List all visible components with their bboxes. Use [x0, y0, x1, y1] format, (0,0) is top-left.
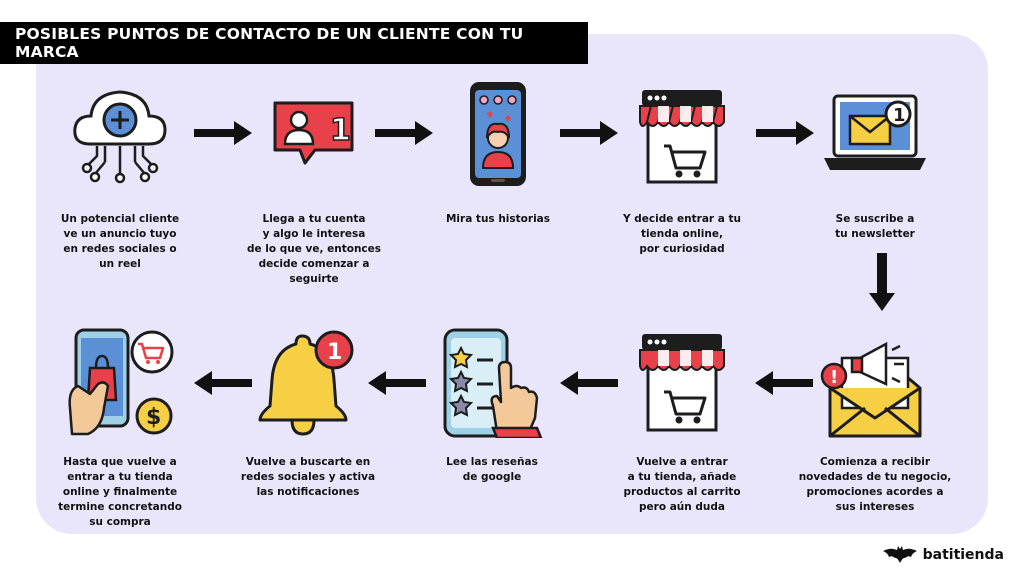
online-store-icon	[626, 328, 736, 438]
right-arrow-icon	[756, 121, 814, 145]
social-follower-notification-icon: 1	[260, 78, 370, 188]
laptop-email-icon: 1	[820, 78, 930, 188]
svg-text:1: 1	[893, 105, 906, 126]
phone-stories-icon	[443, 78, 553, 188]
left-arrow-icon	[194, 371, 252, 395]
down-arrow-icon	[869, 253, 895, 311]
svg-text:1: 1	[327, 340, 342, 365]
right-arrow-icon	[560, 121, 618, 145]
svg-text:1: 1	[330, 113, 351, 148]
right-arrow-icon	[194, 121, 252, 145]
right-arrow-icon	[375, 121, 433, 145]
left-arrow-icon	[560, 371, 618, 395]
bat-logo-icon	[882, 546, 917, 563]
notification-bell-icon: 1	[252, 328, 362, 438]
svg-text:!: !	[830, 367, 838, 388]
left-arrow-icon	[368, 371, 426, 395]
brand-logo: batitienda	[882, 545, 1004, 565]
mobile-shopping-payment-icon: $	[68, 328, 178, 438]
step-3-caption: Mira tus historias	[445, 213, 551, 225]
online-store-icon	[626, 78, 736, 188]
cloud-network-icon	[65, 78, 175, 188]
left-arrow-icon	[755, 371, 813, 395]
envelope-megaphone-icon: !	[820, 328, 930, 438]
brand-name: batitienda	[922, 547, 1004, 563]
phone-review-stars-icon	[437, 328, 547, 438]
svg-text:$: $	[146, 405, 161, 430]
page-title: POSIBLES PUNTOS DE CONTACTO DE UN CLIENT…	[0, 22, 588, 64]
